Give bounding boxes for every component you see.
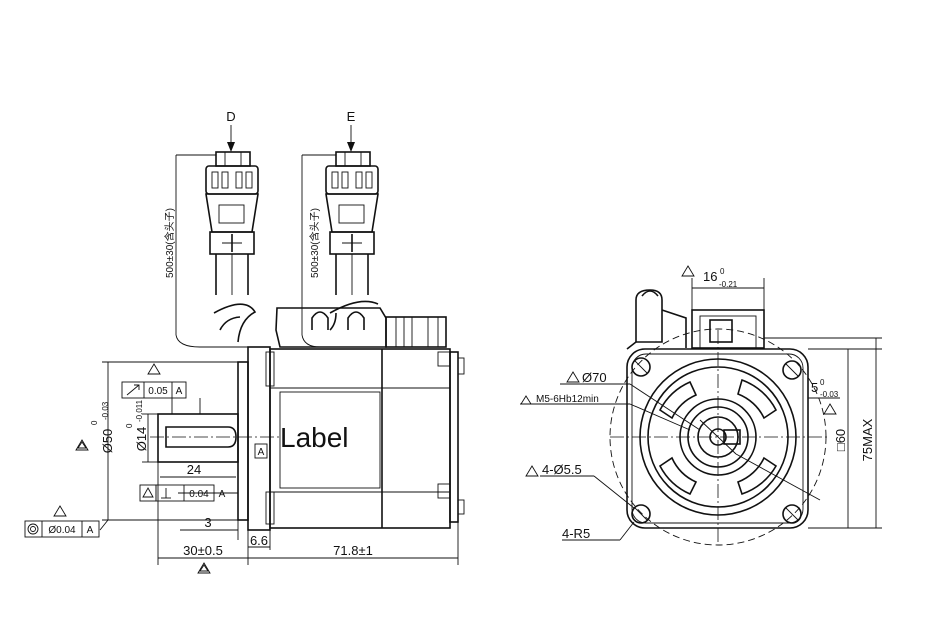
motor-front-view: [609, 289, 830, 546]
concentricity-frame: [24, 505, 100, 538]
key-length: 24: [187, 462, 201, 477]
shaft-diameter: Ø14: [134, 427, 149, 452]
connector-d: [205, 125, 259, 295]
hole-spec: 4-Ø5.5: [542, 462, 582, 477]
runout-frame: [121, 363, 187, 399]
cable-length-dims: [175, 154, 336, 348]
key-height-tol-lower: -0.03: [820, 390, 839, 399]
bolt-circle: Ø70: [582, 370, 607, 385]
concentricity-datum: A: [87, 525, 94, 536]
datum-a-label: A: [258, 447, 265, 458]
shaft-tol-upper: 0: [125, 423, 134, 428]
pilot-depth: 3: [204, 515, 211, 530]
revision-triangles: [75, 439, 211, 574]
perpendicularity-frame: [139, 484, 215, 502]
perpendicularity-value: 0.04: [189, 489, 209, 500]
runout-datum: A: [176, 386, 183, 397]
motor-label-text: Label: [280, 422, 349, 453]
cable-length-d: 500±30(含头子): [163, 208, 176, 278]
connector-d-label: D: [226, 109, 235, 124]
connector-e-label: E: [347, 109, 356, 124]
key-width-tol-lower: -0.21: [719, 280, 738, 289]
flange-thickness: 6.6: [250, 533, 268, 548]
motor-side-view: [150, 307, 465, 531]
side-dimension-lines: [99, 361, 459, 565]
flange-square: □60: [833, 429, 848, 451]
cable-bends: [213, 300, 379, 343]
concentricity-value: Ø0.04: [48, 525, 76, 536]
key-height: 5: [811, 380, 818, 395]
cable-length-e: 500±30(含头子): [308, 208, 321, 278]
perpendicularity-datum: A: [219, 489, 226, 500]
connector-e: [325, 125, 379, 295]
shaft-length: 30±0.5: [183, 543, 223, 558]
front-revision-triangles: [520, 265, 837, 477]
shaft-tol-lower: -0.011: [135, 399, 144, 422]
corner-radius: 4-R5: [562, 526, 590, 541]
pilot-diameter: Ø50: [100, 429, 115, 454]
runout-value: 0.05: [148, 386, 168, 397]
pilot-tol-upper: 0: [90, 420, 99, 425]
max-height: 75MAX: [860, 418, 875, 461]
key-height-tol-upper: 0: [820, 378, 825, 387]
thread-spec: M5-6Hb12min: [536, 394, 599, 405]
key-width: 16: [703, 269, 717, 284]
body-length: 71.8±1: [333, 543, 373, 558]
key-width-tol-upper: 0: [720, 267, 725, 276]
pilot-tol-lower: -0.03: [101, 401, 110, 420]
front-dimension-lines: [520, 278, 882, 541]
